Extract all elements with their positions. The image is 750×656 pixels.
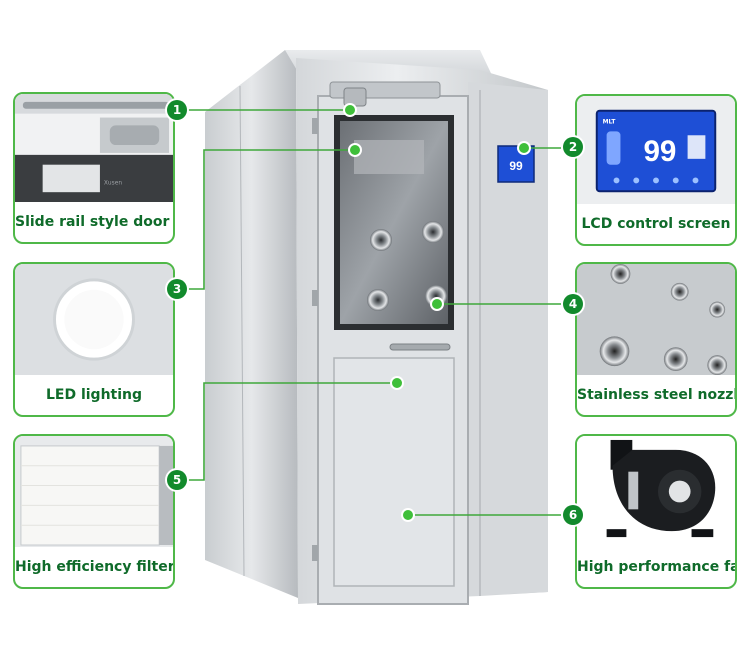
lcd-count: 99: [643, 135, 676, 168]
door-hinge: [312, 545, 318, 561]
door-hinge: [312, 118, 318, 134]
callout-number-2: 2: [563, 137, 583, 157]
door-hinge: [312, 290, 318, 306]
cabinet-lcd-readout: 99: [509, 159, 523, 173]
anchor-dot-5: [390, 376, 404, 390]
callout-number-3: 3: [167, 279, 187, 299]
anchor-dot-6: [401, 508, 415, 522]
leader-line-3: [187, 149, 355, 290]
cabinet-right-column: [468, 82, 548, 596]
door-lower-panel: [333, 357, 455, 587]
callout-card-door-closer: Xusen Slide rail style door closer: [13, 92, 175, 244]
closer-brand-text: Xusen: [104, 180, 123, 186]
inner-light-panel: [354, 140, 424, 174]
leader-line-5: [187, 382, 397, 481]
filter-photo: [15, 436, 173, 547]
side-seam: [239, 85, 245, 577]
callout-number-5: 5: [167, 470, 187, 490]
callout-label-4: Stainless steel nozzle: [577, 387, 737, 403]
lcd-brand: MLT: [603, 120, 616, 126]
callout-card-led-lighting: LED lighting: [13, 262, 175, 417]
window-nozzle: [367, 289, 389, 311]
anchor-dot-1: [343, 103, 357, 117]
anchor-dot-2: [517, 141, 531, 155]
callout-number-6: 6: [563, 505, 583, 525]
callout-number-1: 1: [167, 100, 187, 120]
anchor-dot-4: [430, 297, 444, 311]
led-lighting-photo: [15, 264, 173, 375]
cabinet-side-panel: [205, 50, 298, 598]
callout-card-nozzle: Stainless steel nozzle: [575, 262, 737, 417]
anchor-dot-3: [348, 143, 362, 157]
nozzle-photo: [577, 264, 735, 375]
window-nozzle: [422, 221, 444, 243]
callout-card-lcd: MLT 99 LCD control screen: [575, 94, 737, 246]
callout-card-fan: High performance fan: [575, 434, 737, 589]
callout-label-3: LED lighting: [45, 387, 143, 403]
callout-number-4: 4: [563, 294, 583, 314]
callout-label-5: High efficiency filter: [15, 559, 175, 575]
door-handle: [389, 343, 451, 351]
lcd-photo: MLT 99: [577, 96, 735, 204]
callout-card-filter: High efficiency filter: [13, 434, 175, 589]
fan-photo: [577, 436, 735, 547]
callout-label-6: High performance fan: [577, 559, 737, 575]
window-nozzle: [370, 229, 392, 251]
callout-label-2: LCD control screen: [581, 216, 731, 232]
callout-label-1: Slide rail style door closer: [15, 214, 173, 230]
door-closer-photo: Xusen: [15, 94, 173, 202]
